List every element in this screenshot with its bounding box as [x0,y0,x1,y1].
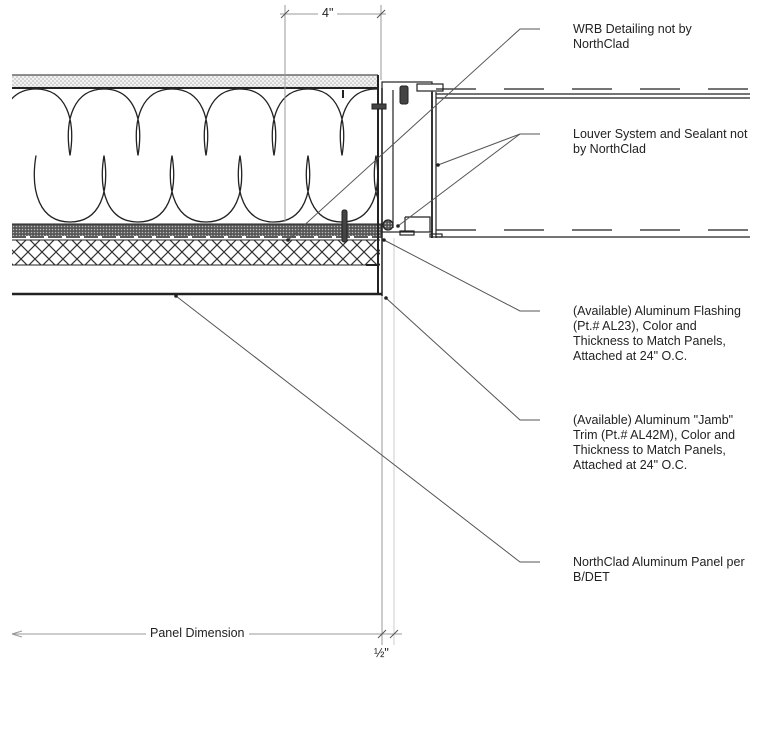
dimension-half-inch: ½" [374,646,389,660]
leader-arrowheads [174,163,440,300]
callout-flashing: (Available) Aluminum Flashing (Pt.# AL23… [573,304,741,363]
wrb-layer [12,223,382,238]
leader-louver-b [397,133,521,227]
callout-louver: Louver System and Sealant not by NorthCl… [573,127,748,156]
leader-panel [175,295,540,563]
louver-blades [436,88,750,238]
leader-louver-a [437,133,540,166]
callout-panel: NorthClad Aluminum Panel per B/DET [573,555,745,584]
leader-jamb [385,297,540,421]
rigid-insulation [12,239,380,266]
leader-lines [175,28,540,563]
callout-wrb: WRB Detailing not by NorthClad [573,22,692,51]
exterior-sheathing [12,74,378,89]
callout-jamb: (Available) Aluminum "Jamb" Trim (Pt.# A… [573,413,736,472]
dimension-panel: Panel Dimension [146,626,249,640]
leader-flashing [383,239,540,312]
dimension-lines [11,5,402,645]
leader-wrb [287,28,540,241]
dimension-4in: 4" [318,6,338,20]
fasteners [341,85,409,243]
